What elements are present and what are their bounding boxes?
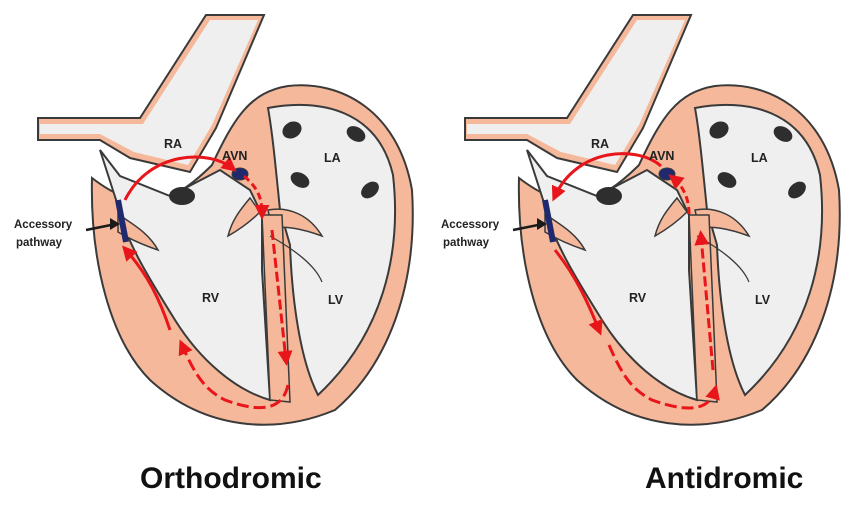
label-accessory-line1: Accessory [14,219,73,231]
heart-diagram-orthodromic: RA AVN LA RV LV Accessory pathway [0,0,426,460]
antidromic-panel: RA AVN LA RV LV Accessory pathway [427,0,853,460]
label-ra: RA [591,137,609,151]
label-ra: RA [164,137,182,151]
label-avn: AVN [222,149,247,163]
label-lv: LV [755,293,771,307]
label-lv: LV [328,293,344,307]
caption-orthodromic: Orthodromic [140,462,322,496]
label-rv: RV [629,291,647,305]
label-accessory-line2: pathway [16,237,63,249]
label-rv: RV [202,291,220,305]
sinus-opening [169,187,195,205]
orthodromic-panel: RA AVN LA RV LV Accessory pathway [0,0,426,460]
label-la: LA [751,151,768,165]
label-avn: AVN [649,149,674,163]
label-accessory-line2: pathway [443,237,490,249]
av-node [659,168,675,180]
label-la: LA [324,151,341,165]
caption-antidromic: Antidromic [645,462,803,496]
sinus-opening [596,187,622,205]
heart-diagram-antidromic: RA AVN LA RV LV Accessory pathway [427,0,853,460]
label-accessory-line1: Accessory [441,219,500,231]
